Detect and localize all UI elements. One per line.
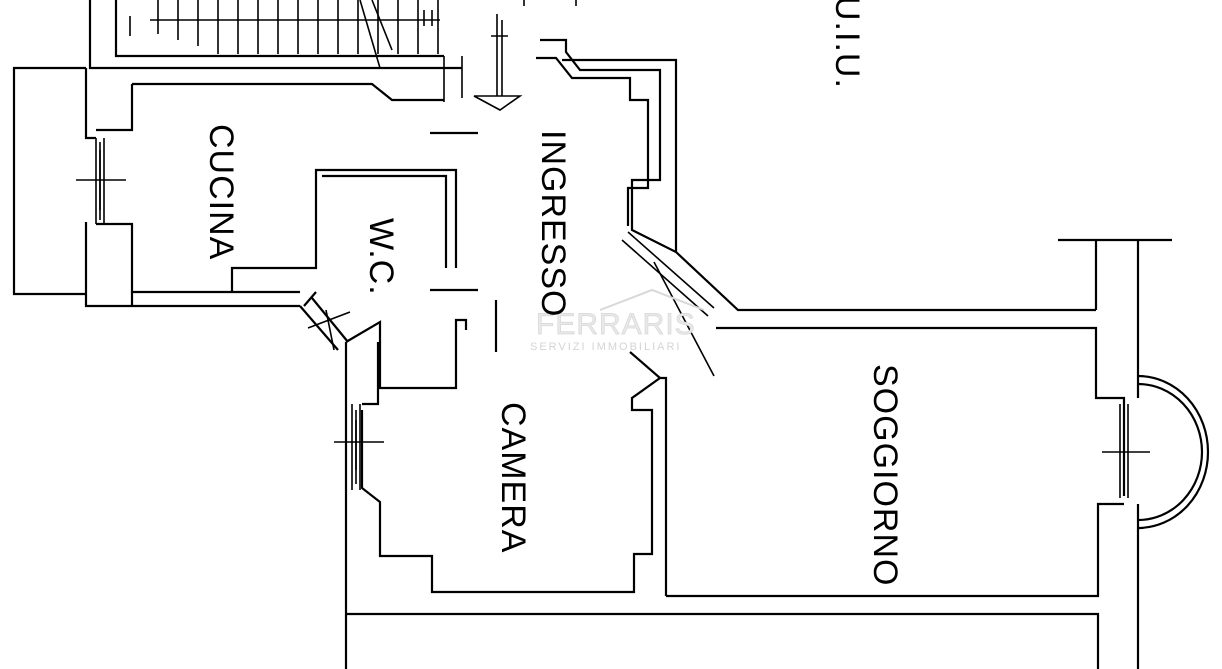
wc-walls [299,131,498,390]
room-label-ingresso: INGRESSO [534,130,572,317]
room-label-soggiorno: SOGGIORNO [866,364,904,586]
camera-window [334,404,384,490]
watermark-tagline: SERVIZI IMMOBILIARI [530,341,682,353]
balcony-arc [1137,374,1210,530]
top-edge-marks [523,0,577,6]
soggiorno-walls [346,238,1172,669]
room-label-camera: CAMERA [494,402,532,553]
ingresso-walls [536,38,1096,377]
kitchen-walls [84,68,458,308]
watermark-roof-icon [599,288,705,311]
stair-block [88,0,463,102]
room-label-cucina: CUCINA [202,124,240,260]
left-balcony [12,66,86,296]
room-label-wc: W.C. [362,218,400,296]
entrance-arrow-icon [473,14,523,111]
room-label-uiu: U.I.U. [828,0,866,89]
kitchen-window [76,138,126,224]
watermark: FERRARIS SERVIZI IMMOBILIARI [530,288,705,353]
soggiorno-window [1102,404,1150,498]
watermark-brand: FERRARIS [536,308,696,341]
